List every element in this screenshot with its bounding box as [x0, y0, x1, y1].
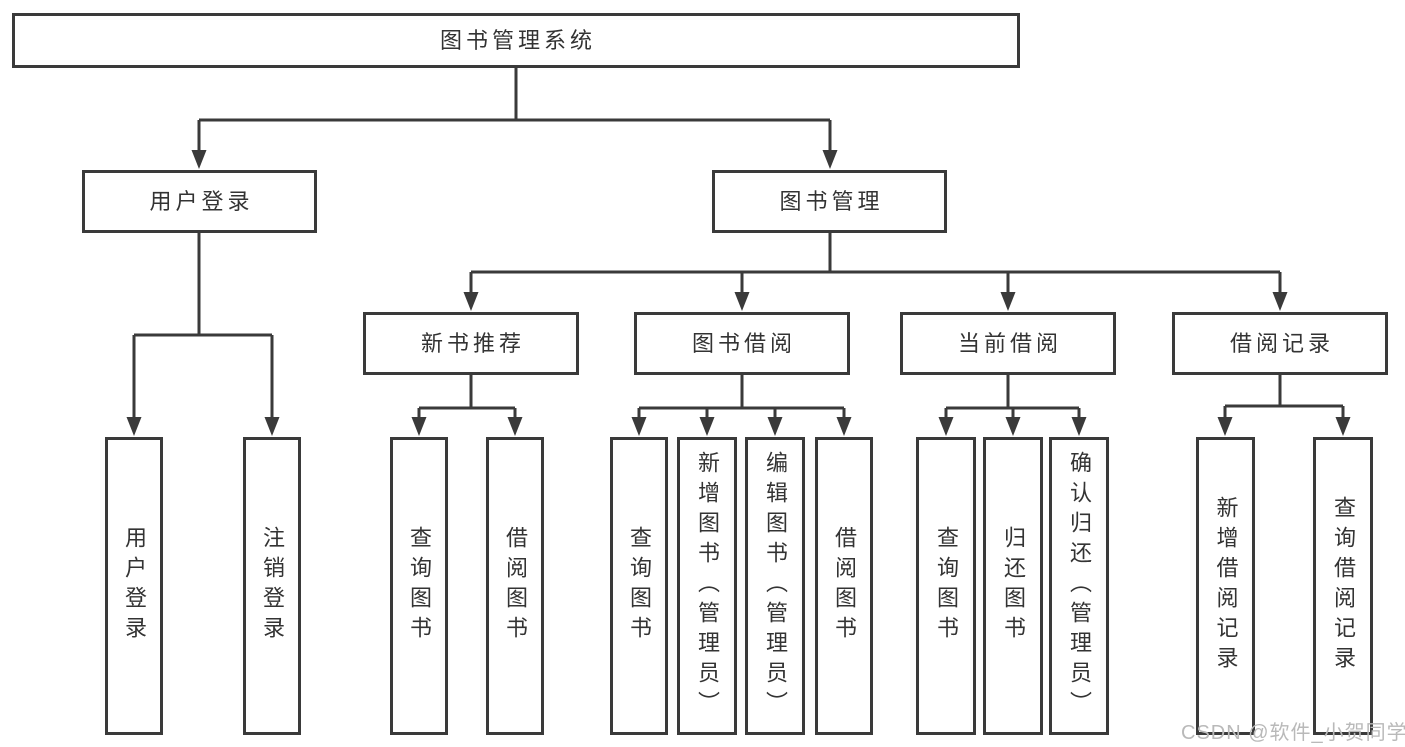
node-label: 当前借阅: [957, 330, 1062, 356]
node-label: 用户登录: [122, 526, 147, 646]
leaf-confirm-return-admin: 确认归还（管理员）: [1049, 437, 1109, 735]
leaf-query-books-borrow: 查询图书: [610, 437, 668, 735]
node-label: 编辑图书（管理员）: [763, 451, 788, 721]
leaf-edit-books-admin: 编辑图书（管理员）: [745, 437, 805, 735]
node-label: 注销登录: [260, 526, 285, 646]
node-new-book-recommend: 新书推荐: [363, 312, 579, 375]
node-current-borrow: 当前借阅: [900, 312, 1116, 375]
leaf-query-books-current: 查询图书: [916, 437, 976, 735]
node-book-borrow: 图书借阅: [634, 312, 850, 375]
node-label: 借阅图书: [503, 526, 528, 646]
node-label: 图书管理系统: [439, 27, 596, 53]
node-label: 查询图书: [934, 526, 959, 646]
node-label: 用户登录: [149, 188, 254, 214]
node-label: 借阅记录: [1229, 330, 1334, 356]
node-label: 新增借阅记录: [1213, 496, 1239, 676]
node-label: 借阅图书: [832, 526, 857, 646]
node-label: 图书管理: [779, 188, 884, 214]
node-book-management: 图书管理: [712, 170, 947, 233]
node-label: 确认归还（管理员）: [1067, 451, 1092, 721]
node-label: 查询图书: [627, 526, 652, 646]
node-library-management-system: 图书管理系统: [12, 13, 1020, 68]
leaf-query-books-recommend: 查询图书: [390, 437, 448, 735]
leaf-borrow-books-recommend: 借阅图书: [486, 437, 544, 735]
leaf-return-books: 归还图书: [983, 437, 1043, 735]
leaf-add-books-admin: 新增图书（管理员）: [677, 437, 737, 735]
leaf-user-login: 用户登录: [105, 437, 163, 735]
leaf-logout: 注销登录: [243, 437, 301, 735]
node-user-login: 用户登录: [82, 170, 317, 233]
node-label: 图书借阅: [691, 330, 796, 356]
node-label: 查询图书: [407, 526, 432, 646]
csdn-watermark: CSDN @软件_小贺同学: [1181, 722, 1405, 744]
leaf-add-borrow-record: 新增借阅记录: [1196, 437, 1255, 735]
arrowheads: [126, 150, 1351, 436]
node-label: 新书推荐: [420, 330, 525, 356]
node-label: 查询借阅记录: [1331, 496, 1356, 676]
leaf-borrow-books: 借阅图书: [815, 437, 873, 735]
connector-paths: [132, 68, 1345, 419]
node-label: 归还图书: [1001, 526, 1026, 646]
node-label: 新增图书（管理员）: [695, 451, 720, 721]
leaf-query-borrow-record: 查询借阅记录: [1313, 437, 1373, 735]
node-borrow-records: 借阅记录: [1172, 312, 1388, 375]
